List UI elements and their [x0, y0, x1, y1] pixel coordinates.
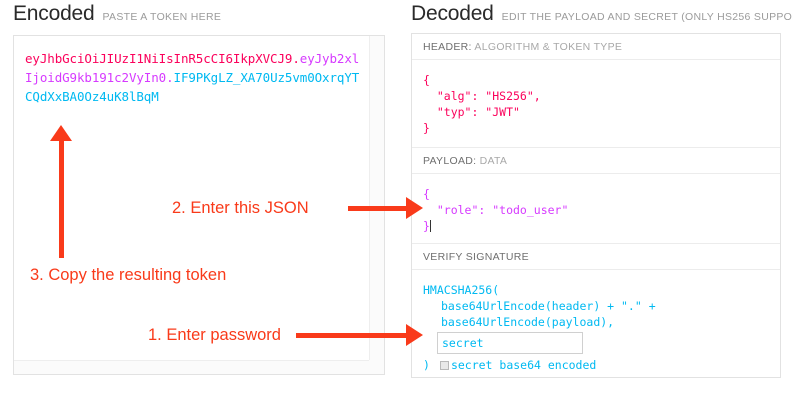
token-header-segment: eyJhbGciOiJIUzI1NiIsInR5cCI6IkpXVCJ9 [25, 51, 293, 66]
signature-verify-area: HMACSHA256( base64UrlEncode(header) + ".… [412, 270, 780, 383]
base64-option-row: ) secret base64 encoded [423, 358, 596, 372]
annotation-step-3-arrowhead-icon [50, 125, 72, 141]
token-payload-segment: eyJyb2xlIjoidG9kb191c2VyIn0 [25, 51, 360, 85]
annotation-step-1-text: 1. Enter password [148, 326, 281, 344]
annotation-step-3-line [59, 140, 64, 258]
token-separator-2: . [166, 70, 174, 85]
signature-label-strong: VERIFY SIGNATURE [423, 251, 529, 263]
payload-label-strong: PAYLOAD: [423, 155, 477, 167]
decoded-subtitle: EDIT THE PAYLOAD AND SECRET (ONLY HS256 … [501, 11, 793, 23]
encoded-column-header: Encoded PASTE A TOKEN HERE [13, 2, 221, 26]
annotation-step-1-line [296, 333, 409, 338]
annotation-step-3-text: 3. Copy the resulting token [30, 266, 227, 284]
annotation-step-2-arrowhead-icon [406, 197, 423, 219]
decoded-panel: HEADER: ALGORITHM & TOKEN TYPE { "alg": … [411, 33, 781, 378]
annotation-step-2-text: 2. Enter this JSON [172, 199, 309, 217]
token-signature-segment: IF9PKgLZ_XA70Uz5vm0OxrqYTCQdXxBA0Oz4uK8l… [25, 70, 360, 104]
secret-base64-label: secret base64 encoded [450, 358, 597, 372]
encoded-vertical-scrollbar[interactable] [369, 36, 384, 360]
annotation-step-1-arrowhead-icon [406, 324, 423, 346]
signature-section-label: VERIFY SIGNATURE [412, 244, 780, 270]
payload-label-dim: DATA [476, 155, 508, 167]
header-section-label: HEADER: ALGORITHM & TOKEN TYPE [412, 34, 780, 60]
hmac-line-2: base64UrlEncode(header) + "." + [441, 299, 656, 313]
secret-input[interactable]: secret [437, 332, 583, 354]
annotation-step-2-line [348, 206, 409, 211]
token-separator-1: . [292, 51, 300, 66]
payload-section-label: PAYLOAD: DATA [412, 148, 780, 174]
scrollbar-corner [369, 360, 384, 374]
decoded-title: Decoded [411, 2, 494, 25]
encoded-subtitle: PASTE A TOKEN HERE [102, 11, 222, 23]
encoded-token-text: eyJhbGciOiJIUzI1NiIsInR5cCI6IkpXVCJ9.eyJ… [25, 49, 362, 106]
header-json-editor[interactable]: { "alg": "HS256", "typ": "JWT" } [412, 60, 780, 148]
header-label-strong: HEADER: [423, 41, 472, 53]
text-caret [429, 220, 431, 232]
secret-base64-checkbox[interactable] [439, 361, 449, 370]
decoded-column-header: Decoded EDIT THE PAYLOAD AND SECRET (ONLY… [411, 2, 793, 26]
payload-json-editor[interactable]: { "role": "todo_user" } [412, 174, 780, 244]
hmac-line-1: HMACSHA256( [423, 283, 500, 297]
hmac-line-3: base64UrlEncode(payload), [441, 315, 615, 329]
payload-json-text: { "role": "todo_user" } [423, 187, 569, 233]
closing-paren: ) [423, 358, 430, 372]
encoded-token-textarea[interactable]: eyJhbGciOiJIUzI1NiIsInR5cCI6IkpXVCJ9.eyJ… [13, 35, 385, 375]
encoded-title: Encoded [13, 2, 95, 25]
header-label-dim: ALGORITHM & TOKEN TYPE [471, 41, 623, 53]
encoded-horizontal-scrollbar[interactable] [14, 360, 369, 374]
